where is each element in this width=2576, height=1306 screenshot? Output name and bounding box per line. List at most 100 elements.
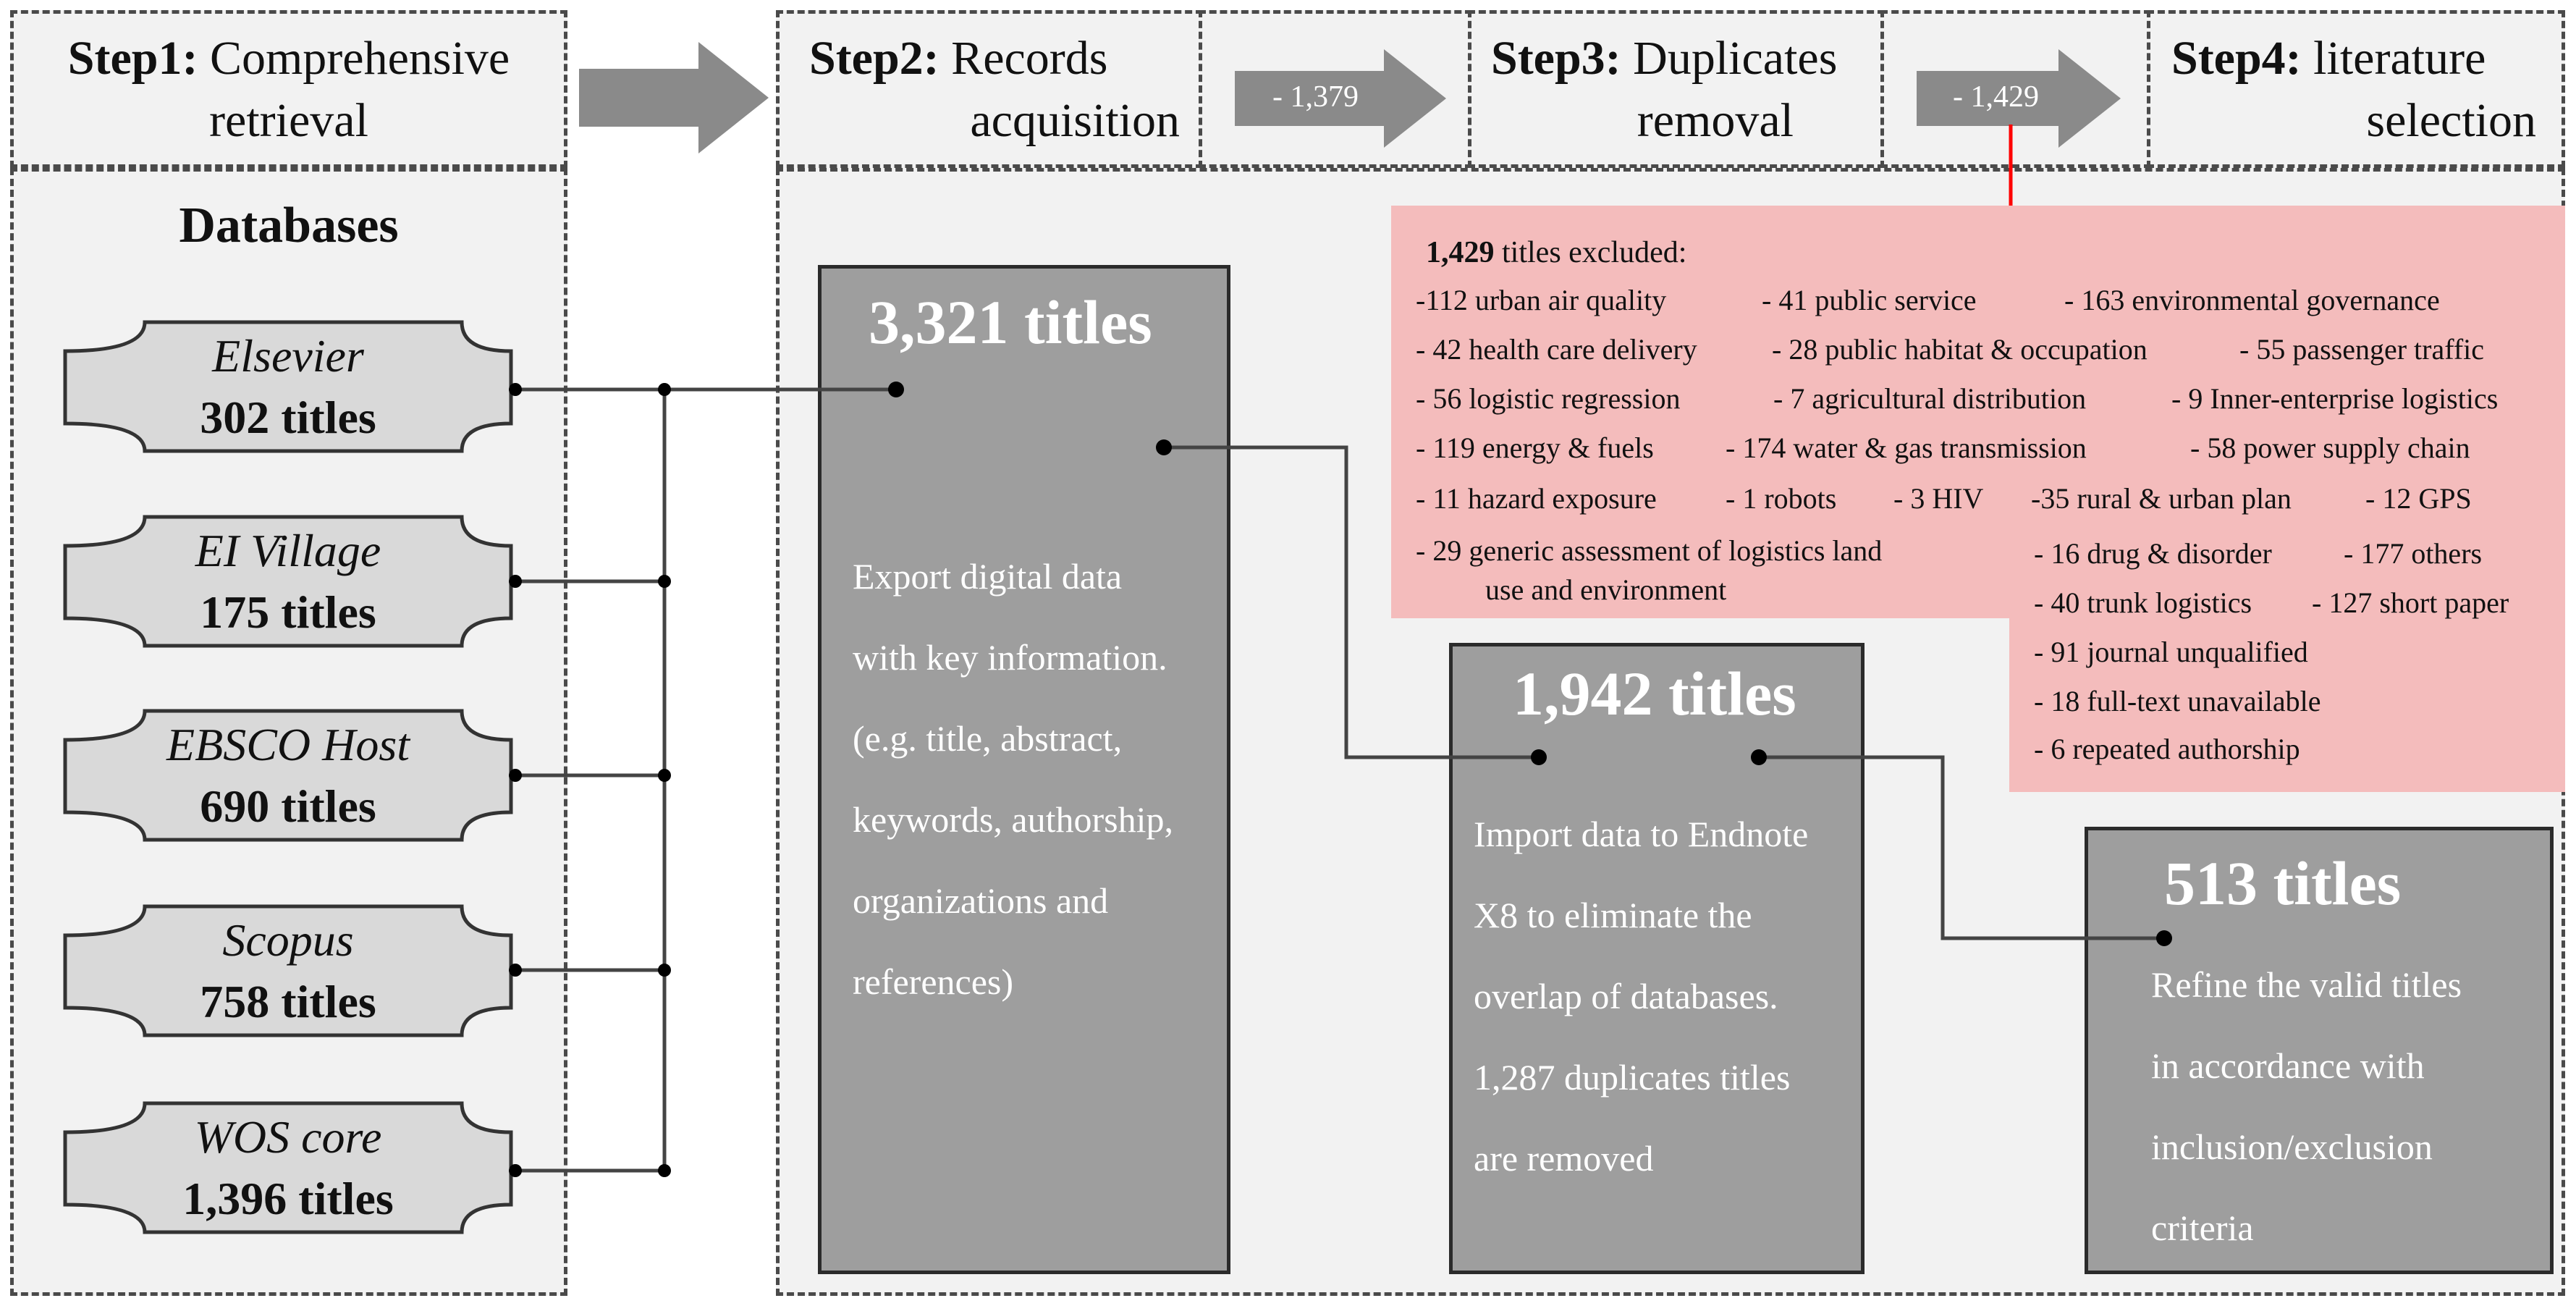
excl-r5-b: - 1 robots bbox=[1726, 482, 1837, 515]
records-description: Export digital data with key information… bbox=[853, 536, 1229, 1022]
excl-r5-d: -35 rural & urban plan bbox=[2031, 482, 2292, 515]
step2-line1: Records bbox=[951, 32, 1108, 85]
excl-r6-a: - 29 generic assessment of logistics lan… bbox=[1416, 534, 1883, 567]
excluded-label: titles excluded: bbox=[1494, 236, 1687, 269]
db-count-scopus: 758 titles bbox=[200, 976, 376, 1027]
dot-bus-1 bbox=[658, 383, 671, 396]
excl-r3-c: - 9 Inner-enterprise logistics bbox=[2171, 382, 2499, 415]
step1-title: Step1: Comprehensive retrieval bbox=[10, 28, 567, 152]
duplicates-desc-line-3: overlap of databases. bbox=[1474, 976, 1778, 1016]
step4-header bbox=[2147, 10, 2565, 168]
step3-to-step4-arrow bbox=[1917, 49, 2121, 148]
db-count-wos: 1,396 titles bbox=[182, 1173, 394, 1224]
db-name-elsevier: Elsevier bbox=[212, 330, 364, 382]
db-count-ebsco: 690 titles bbox=[200, 780, 376, 832]
step1-header bbox=[10, 10, 567, 168]
selection-box bbox=[2085, 827, 2554, 1274]
step1-line1: Comprehensive bbox=[209, 32, 510, 85]
excl-r11-a: - 6 repeated authorship bbox=[2034, 733, 2300, 765]
step2-to-step3-arrow bbox=[1235, 49, 1446, 148]
excl-r8-b: - 127 short paper bbox=[2312, 586, 2509, 619]
records-desc-line-4: keywords, authorship, bbox=[853, 799, 1173, 840]
step2-title: Step2: Records acquisition bbox=[782, 28, 1202, 152]
excl-r4-c: - 58 power supply chain bbox=[2190, 431, 2470, 464]
dot-box3-in bbox=[2156, 930, 2172, 946]
db-plaque-group bbox=[63, 320, 513, 1234]
excl-r1-b: - 41 public service bbox=[1762, 284, 1977, 316]
records-desc-line-6: references) bbox=[853, 961, 1014, 1002]
db-plaque-elsevier bbox=[63, 320, 513, 453]
db-plaque-scopus bbox=[63, 904, 513, 1037]
step4-line2: selection bbox=[2366, 94, 2536, 147]
db-name-ei-village: EI Village bbox=[195, 525, 381, 576]
step3-bold: Step3: bbox=[1491, 32, 1621, 85]
db-plaque-wos bbox=[63, 1101, 513, 1234]
dot-bus-3 bbox=[658, 769, 671, 782]
excl-r7-b: - 177 others bbox=[2344, 537, 2483, 570]
records-box bbox=[818, 265, 1230, 1274]
excl-r6-a2: use and environment bbox=[1485, 573, 1727, 606]
box1-to-box2 bbox=[1164, 445, 1539, 759]
excluded-count: 1,429 bbox=[1426, 236, 1495, 269]
excl-r2-b: - 28 public habitat & occupation bbox=[1772, 333, 2148, 366]
duplicates-desc-line-2: X8 to eliminate the bbox=[1474, 895, 1752, 935]
dot-box1-in bbox=[888, 382, 904, 397]
records-desc-line-2: with key information. bbox=[853, 637, 1167, 678]
step4-title: Step4: literature selection bbox=[2147, 28, 2565, 152]
arrow1-label: - 1,379 bbox=[1272, 80, 1359, 114]
db-plaque-ebsco bbox=[63, 709, 513, 842]
step1-bold: Step1: bbox=[67, 32, 198, 85]
step2-line2: acquisition bbox=[970, 94, 1180, 147]
records-desc-line-1: Export digital data bbox=[853, 556, 1123, 597]
dot-ei-left bbox=[509, 575, 522, 588]
excl-r10-a: - 18 full-text unavailable bbox=[2034, 685, 2321, 717]
arrow2-label: - 1,429 bbox=[1953, 80, 2039, 114]
dot-bus-5 bbox=[658, 1164, 671, 1177]
step4-line1: literature bbox=[2313, 32, 2486, 85]
dot-box2-out bbox=[1751, 749, 1767, 765]
excl-r2-a: - 42 health care delivery bbox=[1416, 333, 1697, 366]
excl-r5-e: - 12 GPS bbox=[2365, 482, 2472, 515]
selection-desc-line-4: criteria bbox=[2151, 1208, 2254, 1248]
step3-line1: Duplicates bbox=[1633, 32, 1838, 85]
dot-box1-out bbox=[1156, 439, 1172, 455]
selection-desc-line-1: Refine the valid titles bbox=[2151, 964, 2462, 1005]
excl-r1-a: -112 urban air quality bbox=[1416, 284, 1667, 316]
dot-bus-2 bbox=[658, 575, 671, 588]
excl-r1-c: - 163 environmental governance bbox=[2064, 284, 2440, 316]
duplicates-description: Import data to Endnote X8 to eliminate t… bbox=[1474, 793, 1857, 1199]
dot-elsevier-left bbox=[509, 383, 522, 396]
selection-desc-line-2: in accordance with bbox=[2151, 1045, 2425, 1086]
duplicates-desc-line-4: 1,287 duplicates titles bbox=[1474, 1057, 1791, 1098]
db-name-ebsco: EBSCO Host bbox=[166, 719, 410, 770]
excl-r4-b: - 174 water & gas transmission bbox=[1726, 431, 2087, 464]
dot-box2-in bbox=[1531, 749, 1547, 765]
exclusion-box-bottom bbox=[2009, 618, 2565, 792]
duplicates-desc-line-1: Import data to Endnote bbox=[1474, 814, 1809, 854]
db-name-wos: WOS core bbox=[194, 1111, 382, 1163]
dot-bus-4 bbox=[658, 964, 671, 977]
db-count-elsevier: 302 titles bbox=[200, 392, 376, 443]
selection-count: 513 titles bbox=[2164, 848, 2402, 918]
selection-description: Refine the valid titles in accordance wi… bbox=[2151, 944, 2549, 1268]
step2-bold: Step2: bbox=[809, 32, 939, 85]
excl-r2-c: - 55 passenger traffic bbox=[2239, 333, 2485, 366]
excl-r5-a: - 11 hazard exposure bbox=[1416, 482, 1657, 515]
step2-header bbox=[776, 10, 1203, 168]
dot-scopus-left bbox=[509, 964, 522, 977]
records-desc-line-5: organizations and bbox=[853, 880, 1109, 921]
excl-r8-a: - 40 trunk logistics bbox=[2034, 586, 2252, 619]
dot-wos-left bbox=[509, 1164, 522, 1177]
excl-r3-a: - 56 logistic regression bbox=[1416, 382, 1681, 415]
exclusion-box-top bbox=[1391, 206, 2565, 618]
selection-desc-line-3: inclusion/exclusion bbox=[2151, 1126, 2433, 1167]
connector-dots bbox=[509, 383, 671, 1177]
excl-r7-a: - 16 drug & disorder bbox=[2034, 537, 2272, 570]
databases-heading: Databases bbox=[179, 198, 399, 253]
db-name-scopus: Scopus bbox=[222, 914, 354, 966]
step3-title: Step3: Duplicates removal bbox=[1468, 28, 1885, 152]
excl-r4-a: - 119 energy & fuels bbox=[1416, 431, 1654, 464]
excl-r5-c: - 3 HIV bbox=[1893, 482, 1984, 515]
